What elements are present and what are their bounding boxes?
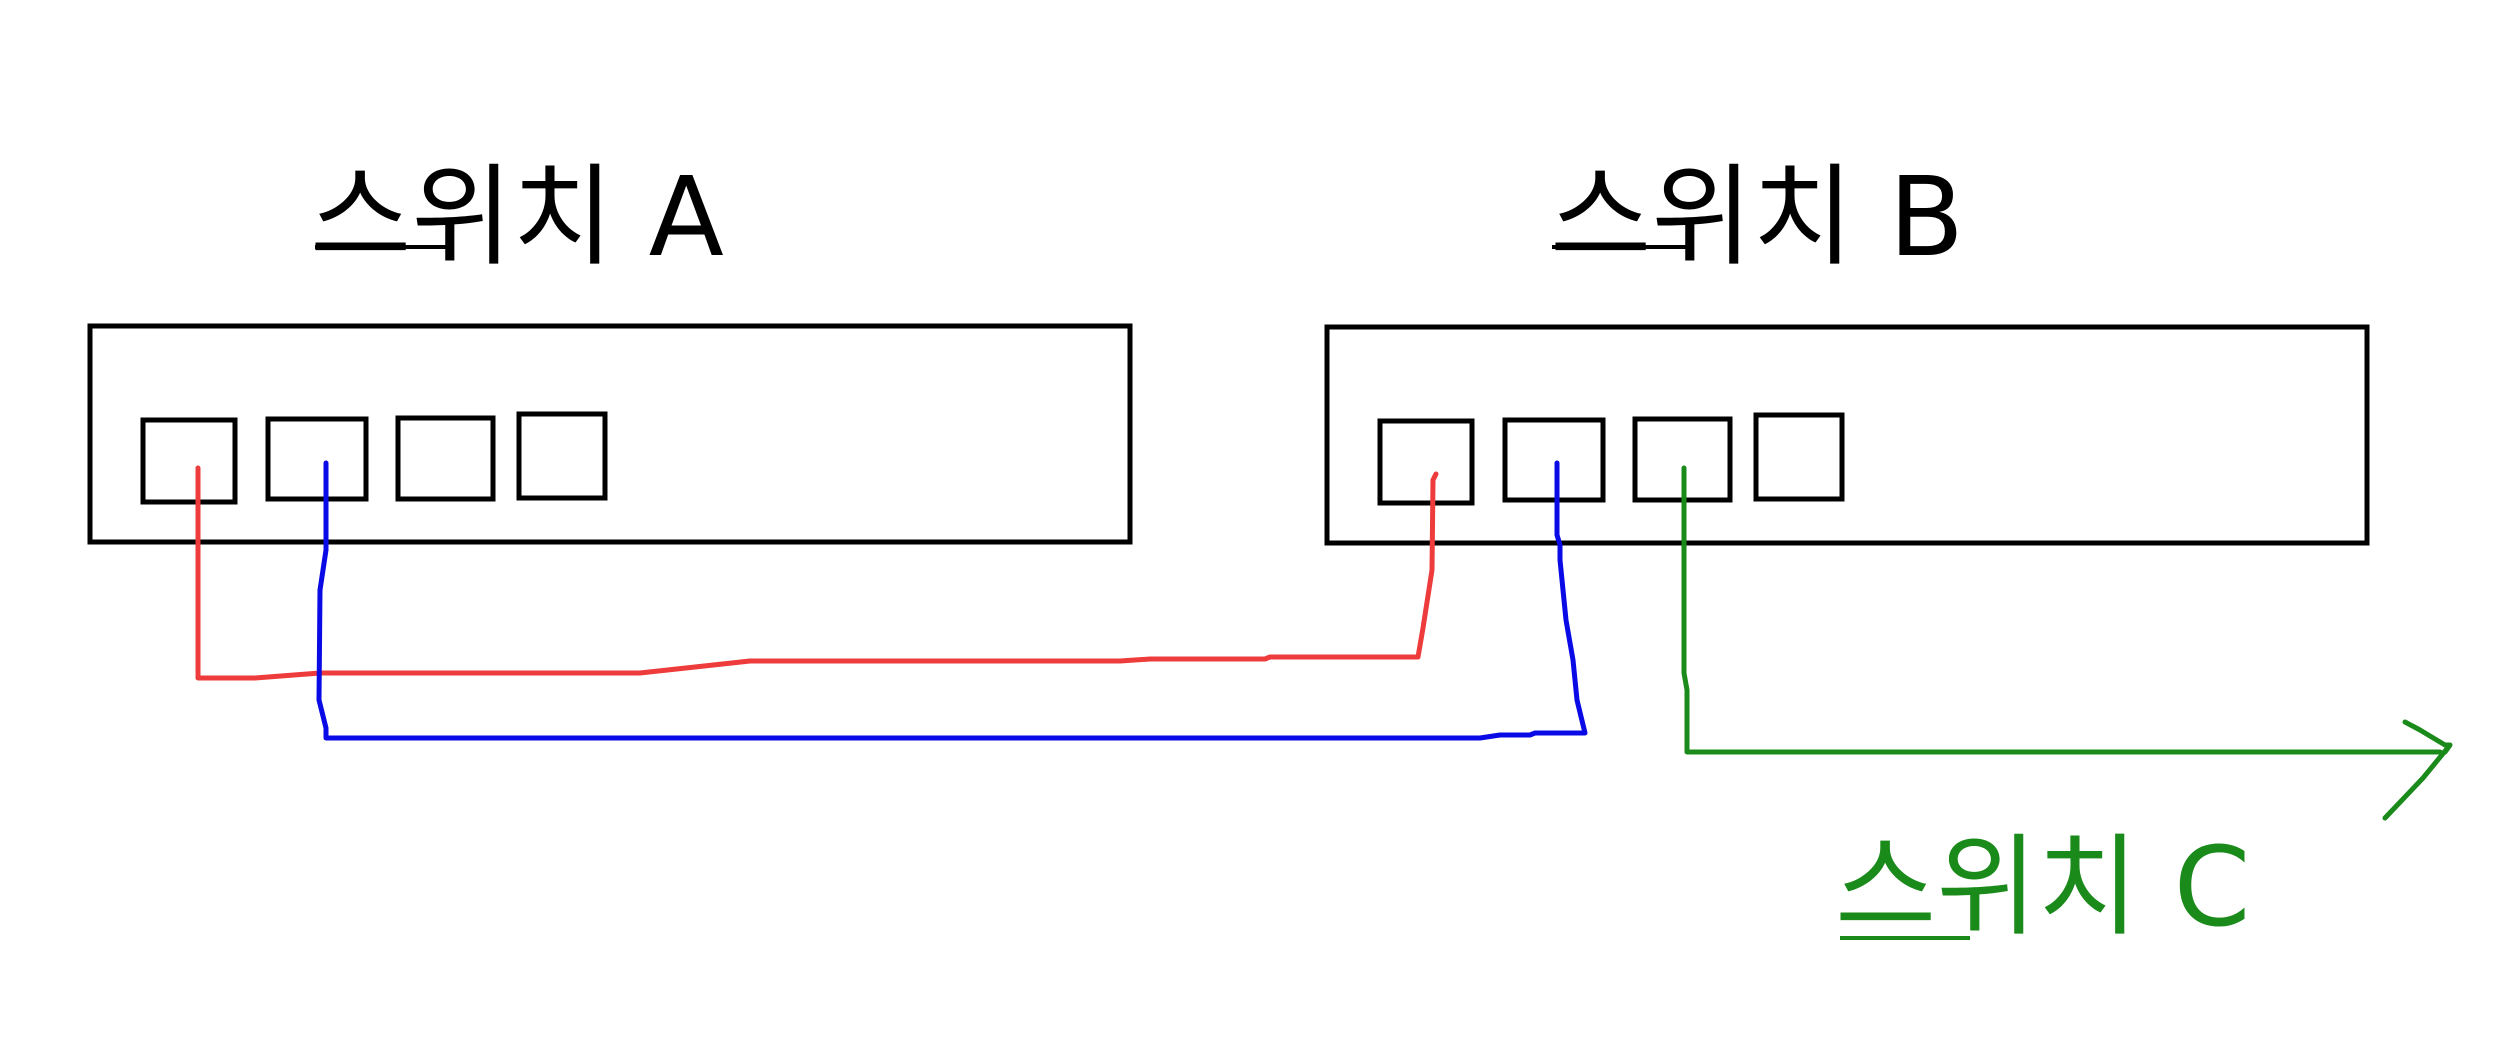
red-cable: [195, 465, 1439, 681]
switch-a-chassis: [87, 323, 1133, 545]
switch-a: [87, 323, 1133, 545]
switch-a-port-1: [140, 417, 238, 505]
switch-a-port-4: [516, 411, 608, 501]
switch-c-title: 스위치 C: [1835, 823, 2250, 951]
switch-b-title: 스위치 B: [1550, 153, 1964, 281]
switch-a-label: 스위치 A: [310, 153, 724, 281]
switch-b-chassis: [1324, 324, 2370, 546]
switch-a-port-2: [265, 416, 369, 502]
switch-b-label: 스위치 B: [1550, 153, 1964, 281]
switch-a-port-3: [395, 415, 496, 502]
green-cable-arrowhead: [2382, 719, 2453, 821]
blue-cable: [316, 460, 1588, 741]
switch-a-title: 스위치 A: [310, 153, 724, 281]
switch-b: [1324, 324, 2370, 546]
switch-b-port-2: [1502, 417, 1606, 503]
switch-b-port-1: [1377, 418, 1475, 506]
green-cable: [1681, 465, 2443, 755]
switch-b-port-4: [1753, 412, 1845, 502]
switch-c-label: 스위치 C: [1835, 823, 2250, 951]
